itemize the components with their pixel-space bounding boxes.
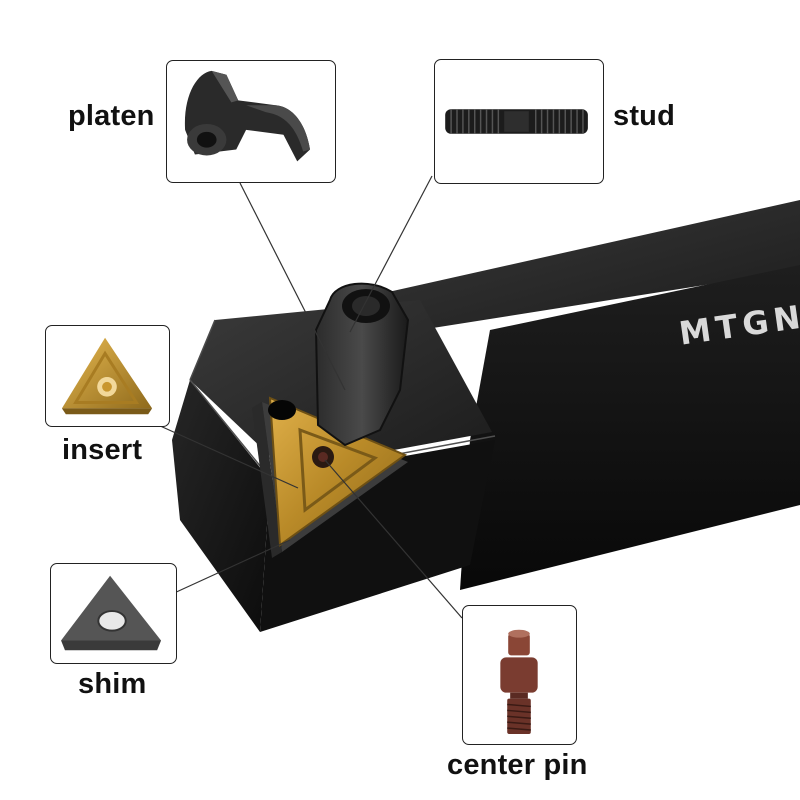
tool-holder-body [172, 200, 800, 632]
center-pin-image [500, 629, 538, 734]
leader-insert [157, 424, 299, 489]
insert-label: insert [62, 434, 143, 466]
platen-callout-box [166, 60, 336, 183]
insert-image [61, 337, 153, 415]
shim-callout-box [50, 563, 177, 664]
leader-platen [239, 182, 346, 391]
clamp-on-holder [268, 282, 410, 447]
center-pin-label: center pin [447, 749, 588, 781]
platen-label: platen [68, 100, 155, 132]
leader-stud [349, 175, 433, 333]
shim-image [61, 575, 162, 651]
stud-callout-box [434, 59, 604, 184]
leader-shim [171, 539, 291, 595]
leader-lines [157, 175, 463, 619]
stud-label: stud [613, 100, 676, 132]
leader-center-pin [324, 459, 463, 619]
center-pin-callout-box [462, 605, 577, 745]
shim-label: shim [78, 668, 147, 700]
platen-image [184, 70, 311, 162]
stud-image [445, 109, 588, 134]
insert-callout-box [45, 325, 170, 427]
